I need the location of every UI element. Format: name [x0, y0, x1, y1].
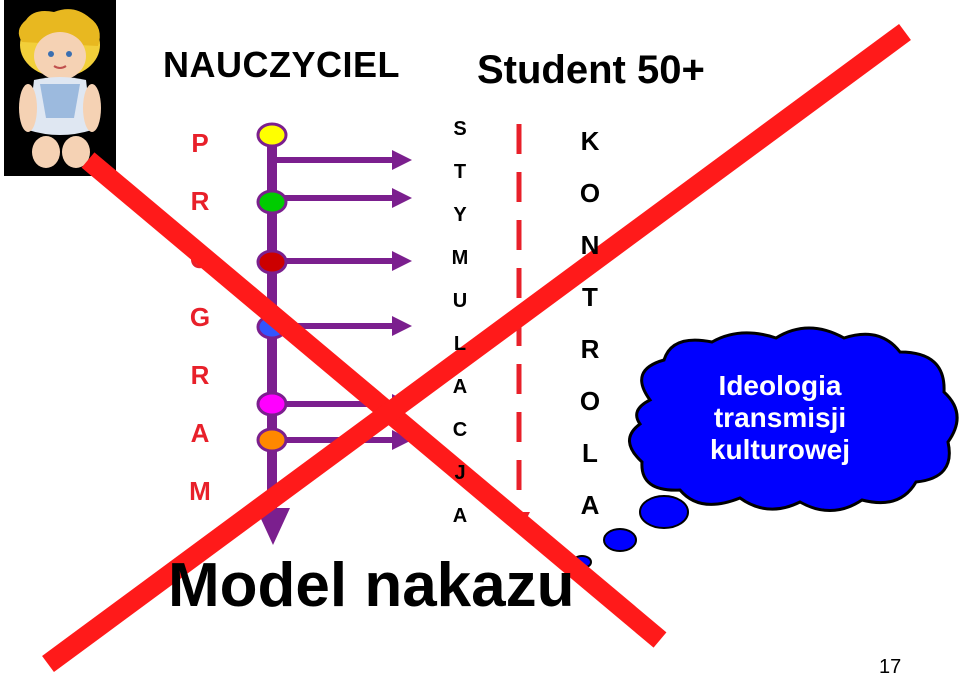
- program-letter: R: [190, 186, 210, 216]
- dot-green: [256, 189, 288, 215]
- cloud-line: kulturowej: [709, 434, 850, 465]
- stimulus-letter: Y: [453, 204, 467, 226]
- stimulus-letter: C: [452, 419, 468, 441]
- student-heading: Student 50+: [477, 48, 705, 92]
- program-letter: M: [189, 476, 211, 506]
- cloud-line: Ideologia: [718, 370, 842, 401]
- stimulus-letter: U: [452, 290, 468, 312]
- dot-orange: [256, 427, 288, 453]
- stimulus-letter: S: [453, 118, 467, 140]
- stimulus-letter: A: [452, 376, 468, 398]
- cross-stroke-2: [42, 23, 911, 673]
- control-letter: L: [582, 438, 598, 468]
- dot-red: [256, 249, 288, 275]
- stimulus-letter: T: [453, 161, 467, 183]
- program-letter: P: [191, 128, 209, 158]
- program-letter: A: [190, 418, 210, 448]
- control-letter: K: [580, 126, 600, 156]
- control-letter: A: [580, 490, 600, 520]
- control-letter: O: [579, 178, 601, 208]
- dot-magenta: [256, 391, 288, 417]
- program-letter: G: [189, 302, 211, 332]
- cloud-label: Ideologia transmisji kulturowej: [680, 370, 880, 466]
- control-letter: T: [582, 282, 598, 312]
- control-letter: O: [579, 386, 601, 416]
- control-letter: N: [580, 230, 600, 260]
- stimulus-letter: L: [453, 333, 467, 355]
- stimulus-letter: A: [452, 505, 468, 527]
- trunk-arrowhead: [256, 508, 290, 545]
- page-number: 17: [879, 656, 902, 678]
- doll-photo: [4, 0, 116, 176]
- program-letter: R: [190, 360, 210, 390]
- cross-stroke-1: [81, 152, 667, 648]
- teacher-heading: NAUCZYCIEL: [163, 44, 400, 85]
- doll-icon: [4, 0, 116, 176]
- cloud-shape: [628, 326, 959, 512]
- model-title: Model nakazu: [168, 551, 575, 620]
- dot-yellow: [256, 122, 288, 148]
- control-letter: R: [580, 334, 600, 364]
- thought-bubbles: [572, 495, 689, 569]
- stimulus-letter: J: [454, 462, 466, 484]
- cloud-line: transmisji: [713, 402, 847, 433]
- stimulus-letter: M: [451, 247, 469, 269]
